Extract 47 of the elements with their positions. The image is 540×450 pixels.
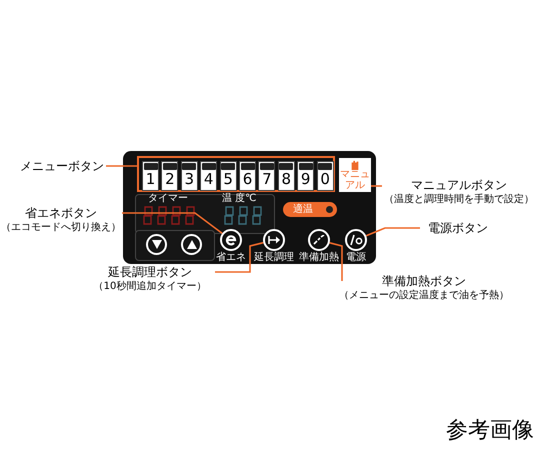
- button-caption: 延長調理: [254, 252, 294, 263]
- button-caption: 電源: [346, 252, 366, 263]
- leader-line: [106, 165, 137, 167]
- menu-button-group: [137, 156, 335, 192]
- callout-label: 準備加熱ボタン: [382, 274, 466, 288]
- button-caption: 省エネ: [216, 252, 246, 263]
- key-digit: 7: [262, 170, 272, 189]
- reference-image-note: 参考画像: [446, 418, 534, 444]
- leader-line: [329, 242, 343, 282]
- callout-label: メニューボタン: [20, 158, 104, 174]
- menu-key-button: [278, 161, 295, 191]
- manual-label: マニュアル: [340, 169, 370, 191]
- callout-note: （エコモードへ切り換え）: [1, 220, 121, 234]
- key-digit: 8: [282, 170, 292, 189]
- menu-key-button: [180, 161, 198, 191]
- leader-line: [371, 185, 382, 187]
- key-digit: 3: [184, 170, 194, 189]
- key-digit: 6: [242, 170, 252, 189]
- menu-key-button: [220, 161, 237, 191]
- leader-line: [122, 212, 223, 234]
- callout-note: （メニューの設定温度まで油を予熱）: [339, 288, 509, 302]
- key-digit: 1: [146, 170, 156, 189]
- key-digit: 5: [223, 170, 233, 189]
- panel-label: タイマー: [148, 193, 188, 204]
- button-caption: 準備加熱: [299, 252, 339, 263]
- menu-key-button: [316, 161, 334, 191]
- menu-key-button: [142, 161, 159, 191]
- key-digit: 4: [204, 170, 214, 189]
- key-digit: 0: [320, 170, 330, 189]
- menu-key-button: [200, 161, 218, 191]
- leader-line: [366, 227, 420, 237]
- callout-note: （10秒間追加タイマー）: [94, 280, 206, 294]
- menu-key-button: [161, 161, 178, 191]
- menu-key-button: [258, 161, 276, 191]
- key-digit: 9: [300, 170, 310, 189]
- callout-note: （温度と調理時間を手動で設定）: [384, 192, 534, 206]
- callout-label: 電源ボタン: [428, 220, 488, 236]
- menu-key-button: [297, 161, 314, 191]
- menu-key-button: [239, 161, 256, 191]
- leader-line: [215, 242, 264, 273]
- callout-label: マニュアルボタン: [411, 178, 507, 192]
- key-digit: 2: [165, 170, 175, 189]
- manual-button: [339, 158, 371, 192]
- callout-label: 延長調理ボタン: [108, 264, 192, 280]
- indicator-label: 適温: [293, 204, 313, 215]
- panel-label: 温 度℃: [222, 193, 256, 204]
- callout-label: 省エネボタン: [25, 206, 97, 220]
